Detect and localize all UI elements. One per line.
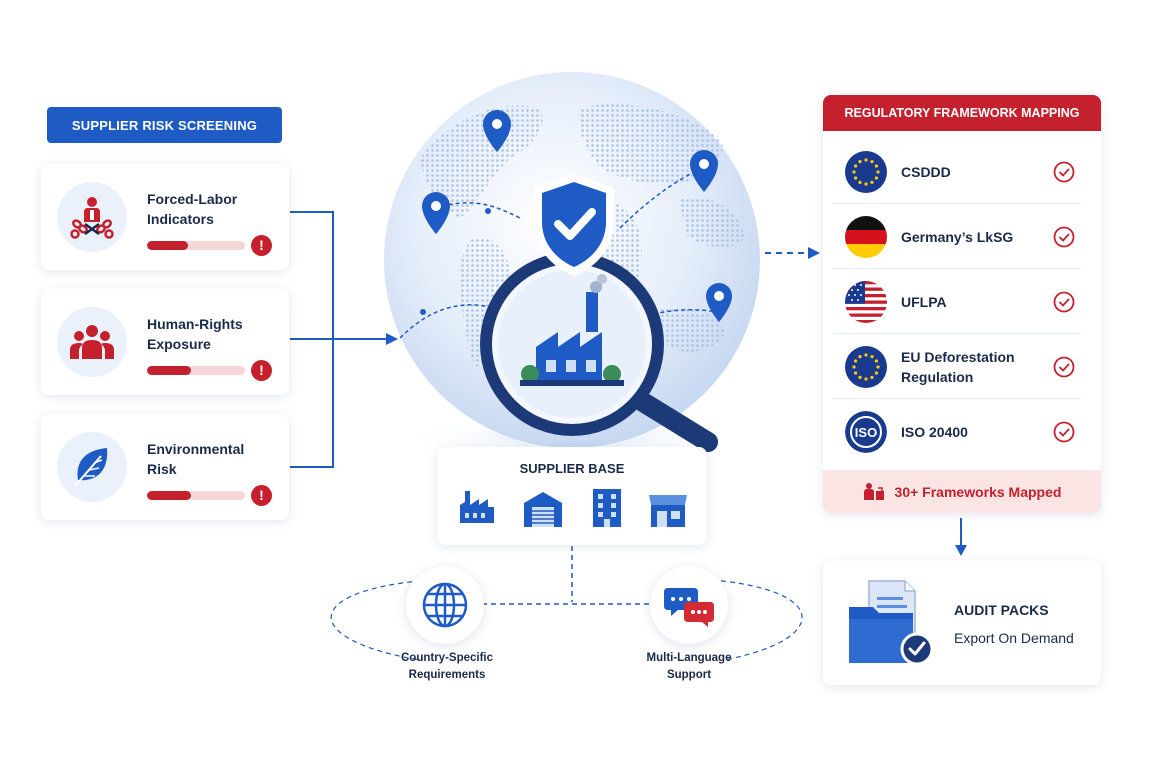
language-circle[interactable] xyxy=(650,566,728,644)
frameworks-mapped-label: 30+ Frameworks Mapped xyxy=(894,483,1062,500)
risk-title-line1: Environmental xyxy=(147,441,245,457)
continent-south-america xyxy=(458,237,510,368)
country-specific-label: Country-Specific Requirements xyxy=(367,650,527,684)
language-label-line1: Multi-Language xyxy=(646,652,732,664)
screening-header-label: SUPPLIER RISK SCREENING xyxy=(71,117,258,133)
framework-row-lksg[interactable]: Germany’s LkSG xyxy=(823,205,1101,269)
shield-check-icon xyxy=(534,174,614,276)
check-circle-icon xyxy=(1053,161,1075,183)
warehouse-icon xyxy=(524,492,562,527)
chat-bubbles-icon xyxy=(664,588,714,627)
continent-north-america xyxy=(420,105,543,218)
folder-document-icon xyxy=(849,580,934,666)
risk-title: Forced-Labor Indicators xyxy=(147,189,277,229)
risk-title: Environmental Risk xyxy=(147,439,277,479)
forced-labor-icon xyxy=(57,182,127,252)
risk-title-line1: Human-Rights xyxy=(147,316,243,332)
risk-card-human-rights[interactable]: Human-Rights Exposure ! xyxy=(41,289,289,395)
framework-name-line1: ISO 20400 xyxy=(901,424,968,440)
people-group-icon xyxy=(57,307,127,377)
office-building-icon xyxy=(593,489,621,527)
leaf-icon xyxy=(57,432,127,502)
magnifier-factory-icon xyxy=(480,252,718,452)
mapped-network-icon xyxy=(863,482,884,500)
continent-eurasia xyxy=(578,104,723,185)
globe-icon xyxy=(422,582,468,628)
framework-name: Germany’s LkSG xyxy=(901,205,1051,269)
check-circle-icon xyxy=(1053,291,1075,313)
country-label-line1: Country-Specific xyxy=(400,652,493,664)
regulatory-header-label: REGULATORY FRAMEWORK MAPPING xyxy=(844,106,1080,120)
alert-icon[interactable]: ! xyxy=(251,485,272,506)
country-globe-circle[interactable] xyxy=(406,566,484,644)
supplier-risk-screening-header: SUPPLIER RISK SCREENING xyxy=(47,107,282,143)
multi-language-label: Multi-Language Support xyxy=(609,650,769,684)
risk-level-bar xyxy=(147,366,245,375)
framework-row-iso20400[interactable]: ISO ISO 20400 xyxy=(823,400,1101,464)
country-label-line2: Requirements xyxy=(408,669,486,681)
regulatory-framework-card: REGULATORY FRAMEWORK MAPPING CSDDD Germa… xyxy=(823,95,1101,513)
factory-icon xyxy=(460,491,494,523)
framework-name-line1: UFLPA xyxy=(901,294,947,310)
supplier-base-card[interactable]: SUPPLIER BASE xyxy=(437,447,707,545)
framework-row-uflpa[interactable]: UFLPA xyxy=(823,270,1101,334)
audit-packs-title: AUDIT PACKS xyxy=(954,602,1049,618)
store-icon xyxy=(649,495,687,527)
framework-name-line2: Regulation xyxy=(901,369,974,385)
alert-icon[interactable]: ! xyxy=(251,360,272,381)
framework-row-eu-deforestation[interactable]: EU Deforestation Regulation xyxy=(823,335,1101,399)
framework-name: ISO 20400 xyxy=(901,400,1051,464)
map-pins xyxy=(422,110,732,322)
framework-row-csddd[interactable]: CSDDD xyxy=(823,140,1101,204)
us-flag-icon xyxy=(845,281,887,323)
risk-title-line1: Forced-Labor xyxy=(147,191,238,207)
risk-level-fill xyxy=(147,366,192,375)
iso-badge-icon: ISO xyxy=(845,411,887,453)
framework-name: CSDDD xyxy=(901,140,1051,204)
risk-title: Human-Rights Exposure xyxy=(147,314,277,354)
audit-packs-card[interactable]: AUDIT PACKS Export On Demand xyxy=(823,561,1101,685)
risk-level-fill xyxy=(147,491,192,500)
check-circle-icon xyxy=(1053,421,1075,443)
risk-title-line2: Indicators xyxy=(147,211,214,227)
continent-asia-south xyxy=(680,197,745,248)
risk-card-forced-labor[interactable]: Forced-Labor Indicators ! xyxy=(41,164,289,270)
check-circle-icon xyxy=(1053,356,1075,378)
frameworks-mapped-footer: 30+ Frameworks Mapped xyxy=(823,470,1101,513)
framework-name-line1: EU Deforestation xyxy=(901,349,1015,365)
alert-icon[interactable]: ! xyxy=(251,235,272,256)
risk-title-line2: Risk xyxy=(147,461,177,477)
framework-name-line1: CSDDD xyxy=(901,164,951,180)
eu-flag-icon xyxy=(845,151,887,193)
risk-level-bar xyxy=(147,491,245,500)
continent-australia xyxy=(660,306,725,352)
regulatory-header: REGULATORY FRAMEWORK MAPPING xyxy=(823,95,1101,131)
risk-card-environmental[interactable]: Environmental Risk ! xyxy=(41,414,289,520)
eu-flag-icon xyxy=(845,346,887,388)
framework-name-line1: Germany’s LkSG xyxy=(901,229,1014,245)
risk-level-fill xyxy=(147,241,189,250)
language-label-line2: Support xyxy=(666,669,712,681)
supplier-base-title: SUPPLIER BASE xyxy=(519,461,625,476)
risk-level-bar xyxy=(147,241,245,250)
check-circle-icon xyxy=(1053,226,1075,248)
framework-name: UFLPA xyxy=(901,270,1051,334)
risk-title-line2: Exposure xyxy=(147,336,211,352)
framework-name: EU Deforestation Regulation xyxy=(901,335,1051,399)
germany-flag-icon xyxy=(845,216,887,258)
iso-badge-text: ISO xyxy=(855,425,877,440)
export-on-demand-label[interactable]: Export On Demand xyxy=(954,630,1074,646)
